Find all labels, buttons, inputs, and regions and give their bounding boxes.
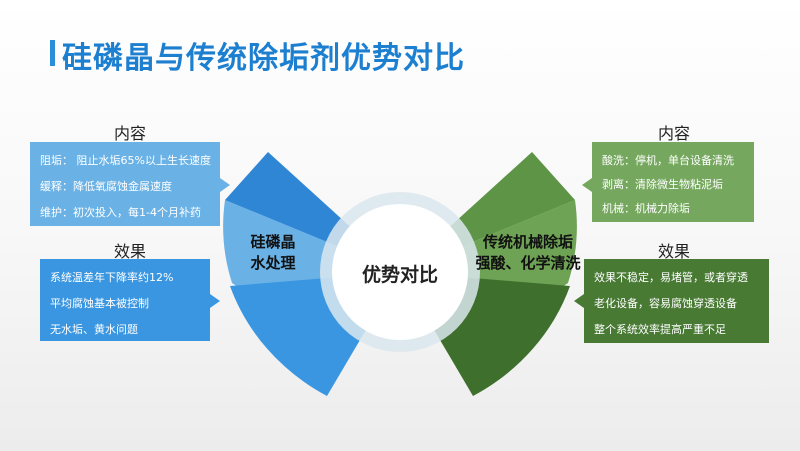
right-content-item: 酸洗：停机，单台设备清洗 <box>602 154 734 167</box>
right-wing-label: 传统机械除垢 强酸、化学清洗 <box>468 232 588 274</box>
right-effect-item: 整个系统效率提高严重不足 <box>594 323 726 336</box>
left-effect-label: 效果 <box>113 242 146 261</box>
left-effect-arrow <box>210 294 220 308</box>
left-wing-label: 硅磷晶 水处理 <box>240 232 306 274</box>
left-content-panel: 阻垢： 阻止水垢65%以上生长速度 缓释：降低氧腐蚀金属速度 维护：初次投入，每… <box>30 142 220 226</box>
left-effect-panel: 系统温差年下降率约12% 平均腐蚀基本被控制 无水垢、黄水问题 <box>40 259 210 341</box>
right-content-item: 机械：机械力除垢 <box>602 202 690 215</box>
left-effect-item: 平均腐蚀基本被控制 <box>50 297 149 310</box>
left-effect-item: 无水垢、黄水问题 <box>50 323 138 336</box>
right-effect-arrow <box>574 294 584 308</box>
right-effect-label: 效果 <box>657 242 690 261</box>
center-label: 优势对比 <box>361 264 438 286</box>
right-wing-line1: 传统机械除垢 <box>482 233 573 251</box>
right-wing-line2: 强酸、化学清洗 <box>475 254 581 272</box>
left-content-item: 维护：初次投入，每1-4个月补药 <box>40 206 201 219</box>
left-content-arrow <box>220 178 230 192</box>
left-content-item: 缓释：降低氧腐蚀金属速度 <box>40 180 172 193</box>
center-circle <box>332 204 468 340</box>
right-content-label: 内容 <box>657 124 690 143</box>
left-wing-line1: 硅磷晶 <box>250 233 296 251</box>
title-accent-bar <box>50 40 55 66</box>
right-content-panel: 酸洗：停机，单台设备清洗 剥离：清除微生物粘泥垢 机械：机械力除垢 <box>592 142 754 222</box>
left-content-item: 阻垢： 阻止水垢65%以上生长速度 <box>40 154 211 167</box>
right-effect-panel: 效果不稳定，易堵管，或者穿透 老化设备，容易腐蚀穿透设备 整个系统效率提高严重不… <box>584 259 769 343</box>
right-effect-item: 老化设备，容易腐蚀穿透设备 <box>594 297 737 310</box>
page-title: 硅磷晶与传统除垢剂优势对比 <box>62 41 465 76</box>
right-content-item: 剥离：清除微生物粘泥垢 <box>602 178 723 191</box>
left-effect-item: 系统温差年下降率约12% <box>50 271 174 284</box>
left-content-label: 内容 <box>113 124 146 143</box>
right-effect-item: 效果不稳定，易堵管，或者穿透 <box>594 271 748 284</box>
right-content-arrow <box>582 178 592 192</box>
left-wing-line2: 水处理 <box>250 254 296 272</box>
